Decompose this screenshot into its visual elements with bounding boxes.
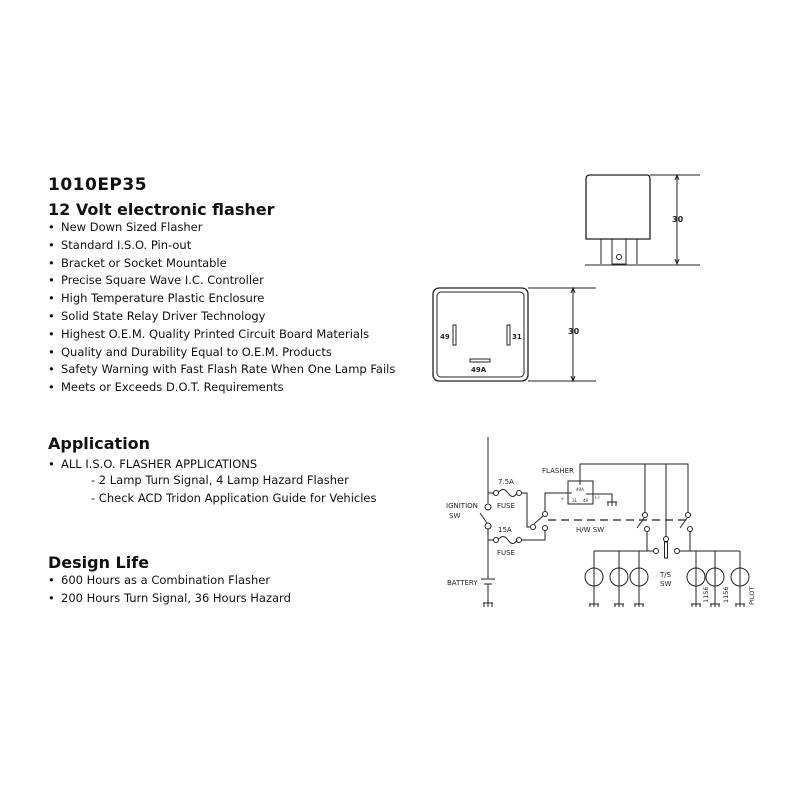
lamp-label: 1156 [702,586,710,603]
pin-49-label: 49 [440,333,450,341]
application-list: ALL I.S.O. FLASHER APPLICATIONS [48,456,257,474]
side-view-drawing [585,173,700,266]
application-heading: Application [48,434,151,453]
battery-label: BATTERY [447,579,478,587]
flasher-pin-label: + [561,496,564,501]
lamp-label: PILOT [748,587,756,605]
ignition-sw-label: SW [449,512,460,520]
list-item: Solid State Relay Driver Technology [48,308,395,326]
fuse-2-rating: 15A [498,526,512,534]
feature-list: New Down Sized Flasher Standard I.S.O. P… [48,219,395,397]
ts-sw-label: SW [660,580,671,588]
fuse-2-label: FUSE [497,549,515,557]
hw-switch-label: H/W SW [576,526,604,534]
list-item: Quality and Durability Equal to O.E.M. P… [48,344,395,362]
lamps [584,551,750,607]
list-item: Bracket or Socket Mountable [48,255,395,273]
list-item: Standard I.S.O. Pin-out [48,237,395,255]
list-item: Highest O.E.M. Quality Printed Circuit B… [48,326,395,344]
list-item: Safety Warning with Fast Flash Rate When… [48,361,395,379]
front-view-drawing [432,286,596,383]
design-life-list: 600 Hours as a Combination Flasher 200 H… [48,572,291,608]
front-height-label: 30 [568,327,580,336]
design-life-heading: Design Life [48,553,150,572]
list-item: ALL I.S.O. FLASHER APPLICATIONS [48,456,257,474]
list-item: 200 Hours Turn Signal, 36 Hours Hazard [48,590,291,608]
flasher-pin-label: 31 [572,498,578,503]
flasher-pin-label: (-) [595,495,600,500]
list-item: Meets or Exceeds D.O.T. Requirements [48,379,395,397]
product-code: 1010EP35 [48,175,148,195]
flasher-pin-label: 49 [583,498,589,503]
pin-31-label: 31 [512,333,522,341]
ignition-label: IGNITION [446,502,478,510]
list-item: 600 Hours as a Combination Flasher [48,572,291,590]
application-subitem: - Check ACD Tridon Application Guide for… [91,491,377,505]
lamp-label: 1156 [722,586,730,603]
list-item: High Temperature Plastic Enclosure [48,290,395,308]
wiring-schematic [479,437,750,607]
flasher-label: FLASHER [542,467,574,475]
product-title: 12 Volt electronic flasher [48,200,275,219]
fuse-1-label: FUSE [497,502,515,510]
ts-label: T/S [659,571,672,579]
side-height-label: 30 [672,215,684,224]
application-subitem: - 2 Lamp Turn Signal, 4 Lamp Hazard Flas… [91,473,349,487]
list-item: Precise Square Wave I.C. Controller [48,272,395,290]
fuse-1-rating: 7.5A [498,478,514,486]
list-item: New Down Sized Flasher [48,219,395,237]
pin-49a-label: 49A [471,366,487,374]
flasher-pin-label: 49A [576,487,584,492]
